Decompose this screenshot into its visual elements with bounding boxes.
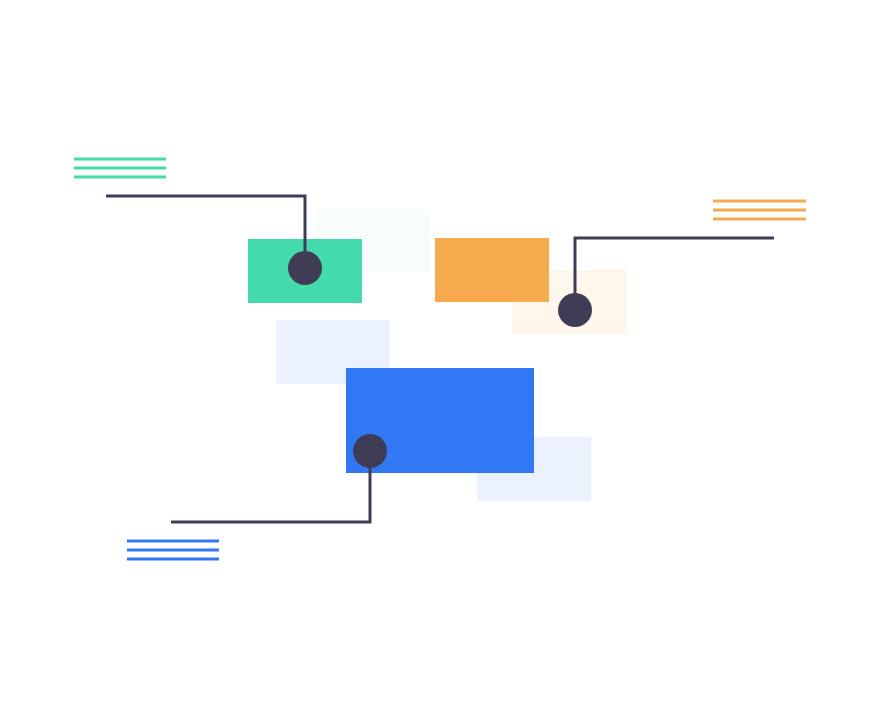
orange-group: [435, 199, 806, 334]
green-group: [74, 157, 430, 303]
blue-connector-node: [353, 434, 387, 468]
orange-connector-line: [573, 236, 774, 310]
green-connector-line: [106, 194, 307, 268]
orange-text-lines: [713, 199, 806, 221]
blue-group: [127, 320, 591, 561]
green-connector-node: [288, 251, 322, 285]
orange-connector-node: [558, 293, 592, 327]
orange-card: [435, 238, 549, 302]
green-text-lines: [74, 157, 166, 179]
blue-connector-line: [171, 451, 372, 524]
blue-text-lines: [127, 539, 219, 561]
